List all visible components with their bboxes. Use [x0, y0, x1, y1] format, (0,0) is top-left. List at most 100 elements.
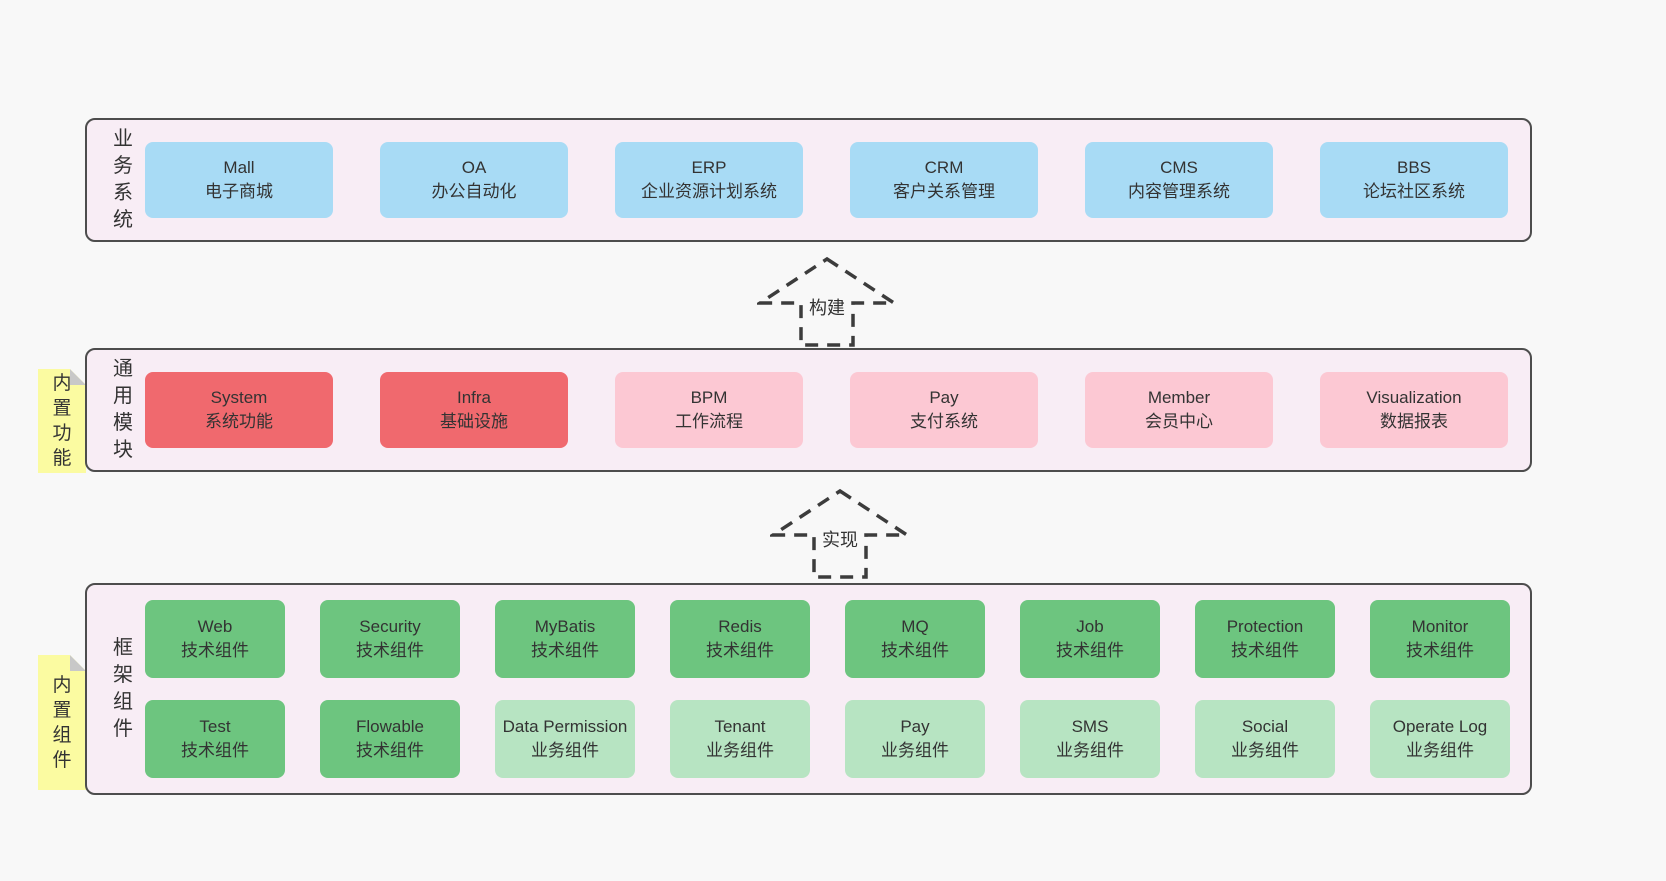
box-subtitle: 数据报表	[1380, 412, 1448, 431]
component-box: Pay 业务组件	[845, 700, 985, 778]
components-box-row-2: Test 技术组件 Flowable 技术组件 Data Permission …	[145, 700, 1530, 778]
component-box: Protection 技术组件	[1195, 600, 1335, 678]
box-subtitle: 办公自动化	[431, 182, 517, 201]
box-subtitle: 业务组件	[531, 741, 599, 760]
box-title: CRM	[924, 158, 964, 177]
components-box-row-1: Web 技术组件 Security 技术组件 MyBatis 技术组件 Redi…	[145, 600, 1530, 678]
component-box: Test 技术组件	[145, 700, 285, 778]
module-box: System 系统功能	[145, 372, 333, 448]
module-box: Visualization 数据报表	[1320, 372, 1508, 448]
box-subtitle: 支付系统	[910, 412, 978, 431]
sticky-note-builtin-components: 内置组件	[38, 655, 86, 790]
box-title: Social	[1241, 717, 1289, 736]
panel-business-systems: 业务系统 Mall 电子商城 OA 办公自动化 ERP 企业资源计划系统	[85, 118, 1532, 242]
box-title: Monitor	[1411, 617, 1469, 636]
box-subtitle: 业务组件	[706, 741, 774, 760]
box-title: Security	[359, 617, 421, 636]
panel-label-text: 业务系统	[113, 128, 133, 231]
box-title: Pay	[929, 388, 959, 407]
box-subtitle: 技术组件	[356, 741, 424, 760]
component-box: Tenant 业务组件	[670, 700, 810, 778]
panel-framework-components: 框架组件 Web 技术组件 Security 技术组件 MyBatis 技术组件	[85, 583, 1532, 795]
component-box: Monitor 技术组件	[1370, 600, 1510, 678]
box-title: Tenant	[714, 717, 766, 736]
panel-label-business: 业务系统	[101, 126, 145, 234]
component-box: Web 技术组件	[145, 600, 285, 678]
module-box: Member 会员中心	[1085, 372, 1273, 448]
box-title: Web	[197, 617, 233, 636]
sticky-note-builtin-features: 内置功能	[38, 369, 86, 473]
box-title: Flowable	[355, 717, 425, 736]
note-fold-corner-icon	[70, 655, 86, 671]
component-box: Operate Log 业务组件	[1370, 700, 1510, 778]
panel-common-modules: 通用模块 System 系统功能 Infra 基础设施 BPM 工作流程	[85, 348, 1532, 472]
panel-label-text: 通用模块	[113, 358, 133, 461]
box-subtitle: 业务组件	[1231, 741, 1299, 760]
box-title: MQ	[901, 617, 929, 636]
box-title: OA	[461, 158, 487, 177]
note-fold-corner-icon	[70, 369, 86, 385]
module-box: OA 办公自动化	[380, 142, 568, 218]
box-subtitle: 论坛社区系统	[1363, 182, 1465, 201]
block-arrow-up-icon	[757, 256, 897, 347]
arrow-implement: 实现	[770, 488, 910, 580]
box-subtitle: 内容管理系统	[1128, 182, 1230, 201]
module-box: CMS 内容管理系统	[1085, 142, 1273, 218]
component-box: Job 技术组件	[1020, 600, 1160, 678]
box-title: BPM	[690, 388, 728, 407]
box-title: Visualization	[1366, 388, 1462, 407]
module-box: CRM 客户关系管理	[850, 142, 1038, 218]
component-box: Flowable 技术组件	[320, 700, 460, 778]
box-subtitle: 技术组件	[181, 641, 249, 660]
component-box: Social 业务组件	[1195, 700, 1335, 778]
module-box: BBS 论坛社区系统	[1320, 142, 1508, 218]
box-subtitle: 企业资源计划系统	[641, 182, 777, 201]
box-title: Job	[1076, 617, 1104, 636]
box-subtitle: 系统功能	[205, 412, 273, 431]
box-title: Member	[1147, 388, 1211, 407]
note-text: 内置组件	[52, 674, 72, 771]
module-box: Mall 电子商城	[145, 142, 333, 218]
box-subtitle: 技术组件	[356, 641, 424, 660]
box-title: ERP	[691, 158, 727, 177]
box-subtitle: 业务组件	[1406, 741, 1474, 760]
component-box: Security 技术组件	[320, 600, 460, 678]
box-title: Operate Log	[1392, 717, 1488, 736]
box-subtitle: 电子商城	[205, 182, 273, 201]
box-subtitle: 业务组件	[1056, 741, 1124, 760]
component-box: MQ 技术组件	[845, 600, 985, 678]
box-title: SMS	[1071, 717, 1109, 736]
box-subtitle: 技术组件	[881, 641, 949, 660]
box-subtitle: 技术组件	[1406, 641, 1474, 660]
box-subtitle: 客户关系管理	[893, 182, 995, 201]
box-title: Data Permission	[502, 717, 628, 736]
box-subtitle: 业务组件	[881, 741, 949, 760]
arrow-build: 构建	[757, 256, 897, 348]
box-title: Redis	[718, 617, 762, 636]
box-subtitle: 技术组件	[181, 741, 249, 760]
box-subtitle: 基础设施	[440, 412, 508, 431]
box-subtitle: 工作流程	[675, 412, 743, 431]
component-box: MyBatis 技术组件	[495, 600, 635, 678]
business-box-row: Mall 电子商城 OA 办公自动化 ERP 企业资源计划系统 CRM 客户关系…	[145, 142, 1530, 218]
box-subtitle: 技术组件	[1056, 641, 1124, 660]
component-box: Data Permission 业务组件	[495, 700, 635, 778]
box-title: MyBatis	[534, 617, 596, 636]
component-box: Redis 技术组件	[670, 600, 810, 678]
arrow-build-label: 构建	[806, 294, 848, 320]
box-title: Test	[199, 717, 231, 736]
box-title: Mall	[223, 158, 255, 177]
module-box: ERP 企业资源计划系统	[615, 142, 803, 218]
module-box: BPM 工作流程	[615, 372, 803, 448]
box-title: Infra	[456, 388, 492, 407]
box-title: System	[210, 388, 268, 407]
modules-box-row: System 系统功能 Infra 基础设施 BPM 工作流程 Pay 支付系统	[145, 372, 1530, 448]
box-title: BBS	[1396, 158, 1432, 177]
component-box: SMS 业务组件	[1020, 700, 1160, 778]
box-title: CMS	[1160, 158, 1198, 177]
box-subtitle: 会员中心	[1145, 412, 1213, 431]
box-subtitle: 技术组件	[531, 641, 599, 660]
panel-label-text: 框架组件	[113, 637, 133, 740]
box-title: Protection	[1226, 617, 1304, 636]
note-text: 内置功能	[52, 373, 72, 469]
